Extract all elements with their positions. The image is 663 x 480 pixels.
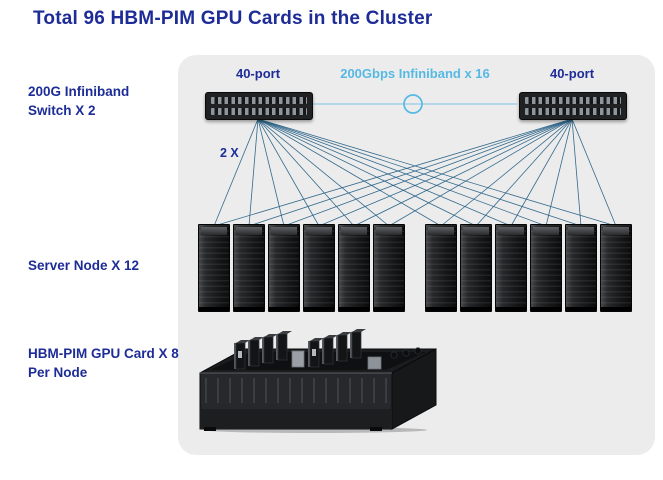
gpu-card: [248, 337, 264, 367]
label-gpu-card-line1: HBM-PIM GPU Card X 8: [28, 346, 179, 361]
server-node: [268, 224, 300, 312]
gpu-card: [322, 335, 338, 365]
front-grille: [205, 378, 387, 403]
label-gpu-card: HBM-PIM GPU Card X 8 Per Node: [28, 344, 179, 382]
infiniband-switch-left: [205, 92, 313, 120]
label-infiniband-switch-line2: Switch X 2: [28, 103, 96, 118]
server-node: [565, 224, 597, 312]
label-server-node: Server Node X 12: [28, 256, 139, 275]
server-node: [198, 224, 230, 312]
server-node: [373, 224, 405, 312]
server-node: [460, 224, 492, 312]
interconnect-label: 200Gbps Infiniband x 16: [340, 66, 490, 81]
server-group-right: [425, 224, 632, 312]
infiniband-switch-right: [519, 92, 627, 120]
label-gpu-card-line2: Per Node: [28, 365, 88, 380]
gpu-card: [234, 340, 250, 370]
server-node: [530, 224, 562, 312]
label-infiniband-switch-line1: 200G Infiniband: [28, 84, 130, 99]
left-switch-port-label: 40-port: [235, 66, 281, 81]
server-node: [303, 224, 335, 312]
server-node: [600, 224, 632, 312]
server-node: [338, 224, 370, 312]
server-node: [425, 224, 457, 312]
server-group-left: [198, 224, 405, 312]
server-node: [495, 224, 527, 312]
label-server-node-line1: Server Node X 12: [28, 258, 140, 273]
gpu-card: [308, 338, 324, 368]
label-infiniband-switch: 200G Infiniband Switch X 2: [28, 82, 129, 120]
gpu-card: [350, 329, 366, 359]
gpu-server-chassis: [199, 329, 437, 433]
server-node: [233, 224, 265, 312]
gpu-card: [262, 334, 278, 364]
gpu-card: [276, 331, 292, 361]
right-switch-port-label: 40-port: [549, 66, 595, 81]
page-title: Total 96 HBM-PIM GPU Cards in the Cluste…: [33, 8, 433, 29]
gpu-card: [336, 332, 352, 362]
link-multiplier-label: 2 X: [220, 146, 239, 160]
